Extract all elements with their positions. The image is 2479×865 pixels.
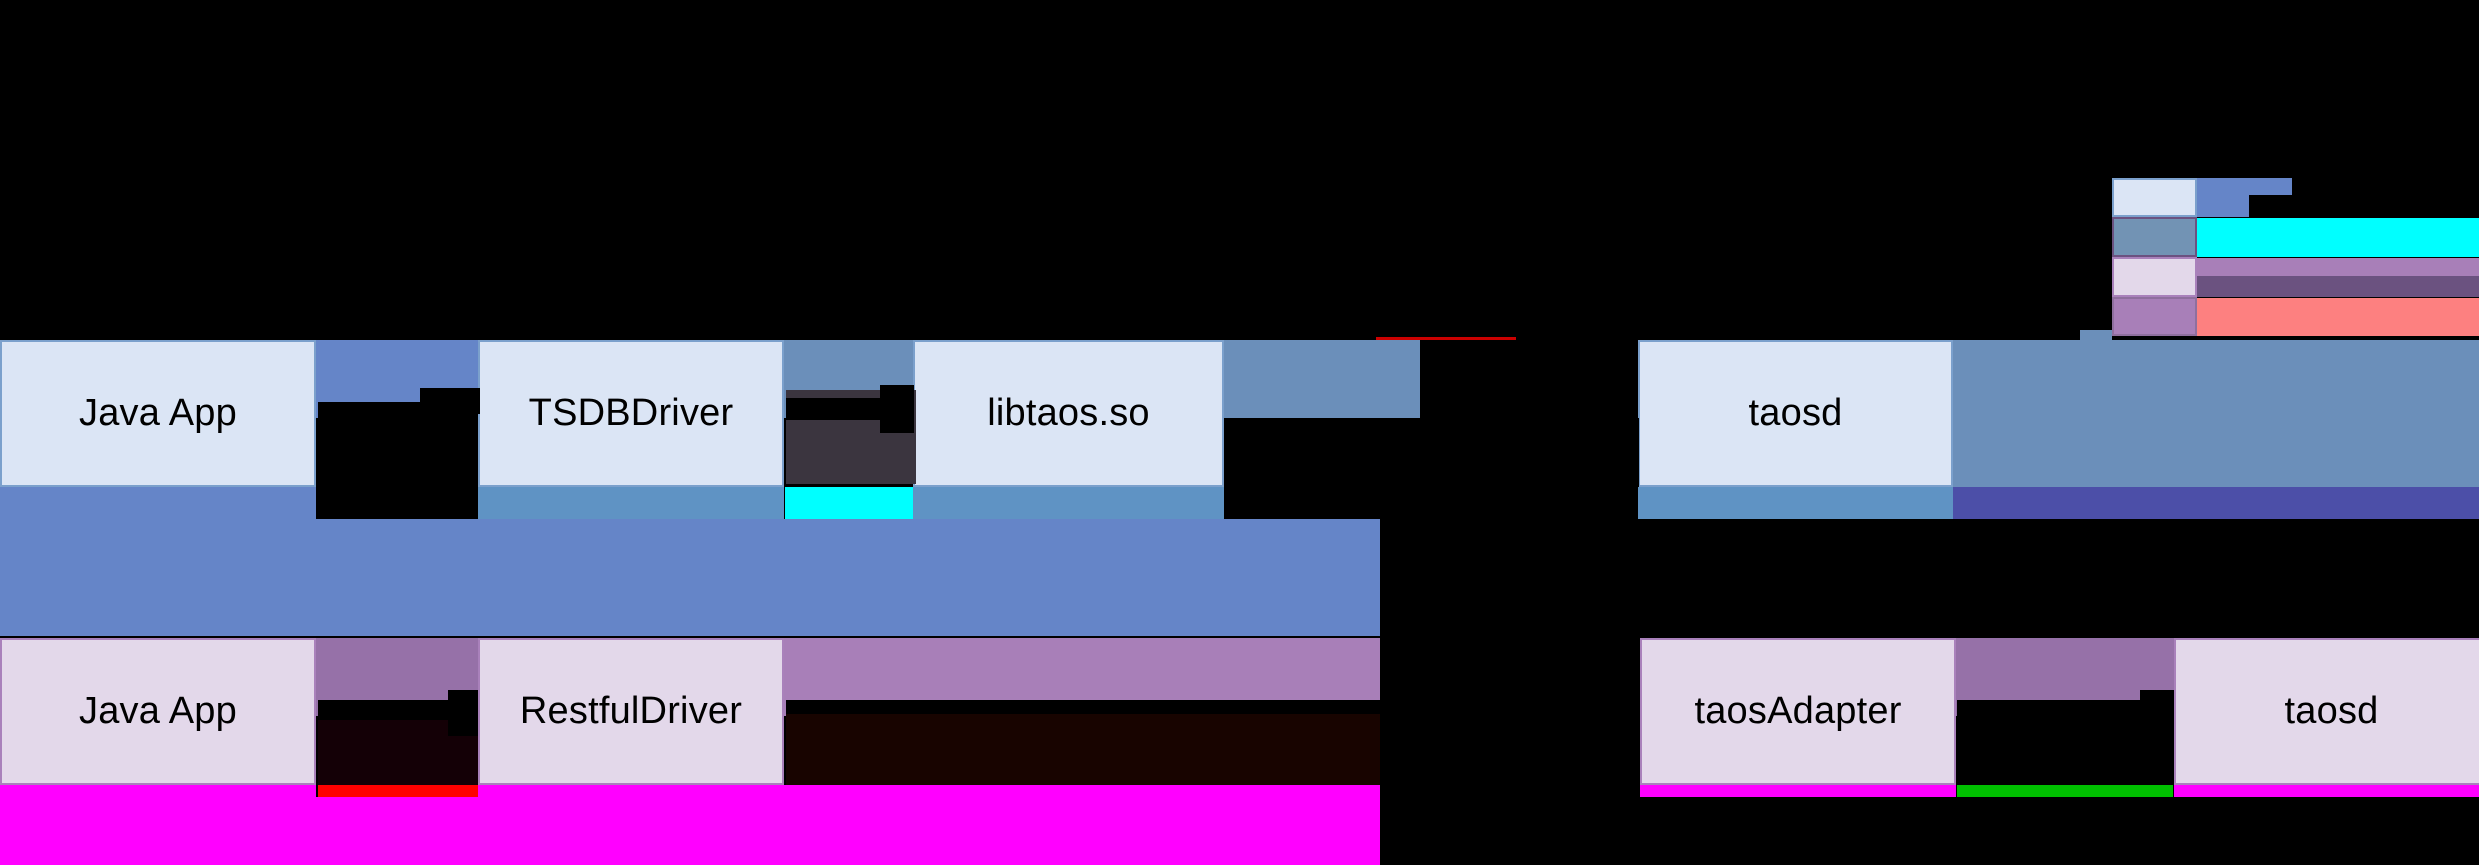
- connector-rest-line: [786, 700, 1380, 714]
- node-taosd-native[interactable]: taosd: [1638, 340, 1953, 487]
- node-label: taosAdapter: [1694, 689, 1902, 732]
- band-rest-under-2: [478, 785, 1380, 797]
- legend: [2112, 178, 2479, 338]
- accent-block-native-4: [1953, 340, 2479, 487]
- node-label: libtaos.so: [987, 391, 1150, 434]
- band-native-under-4: [1638, 487, 1953, 519]
- legend-swatch-native-fill: [2112, 178, 2197, 217]
- band-green-accent: [1957, 785, 2173, 797]
- connector-arrowhead-2b: [880, 385, 914, 433]
- node-label: taosd: [2284, 689, 2379, 732]
- legend-accent-bar-1: [2197, 178, 2292, 195]
- band-native-under-3: [913, 487, 1224, 519]
- legend-label-native-accent: [2202, 217, 2479, 257]
- connector-arrowhead-4: [1957, 700, 2157, 720]
- connector-javaapp-to-tsdbdriver: [318, 402, 478, 520]
- node-restfuldriver[interactable]: RestfulDriver: [478, 638, 784, 785]
- node-java-app-rest[interactable]: Java App: [0, 638, 316, 785]
- connector-arrowhead-3: [318, 700, 468, 720]
- legend-accent-bar-3b: [2197, 276, 2479, 297]
- node-label: RestfulDriver: [519, 689, 743, 732]
- node-libtaos-so[interactable]: libtaos.so: [913, 340, 1224, 487]
- band-rest-under-3: [1640, 785, 1956, 797]
- band-native-under-1: [0, 487, 316, 519]
- connector-arrowhead-2: [786, 398, 898, 420]
- legend-label-native-fill: [2202, 178, 2479, 217]
- band-blue-separator: [0, 519, 1380, 636]
- band-magenta-footer: [0, 797, 1380, 865]
- legend-label-rest-accent: [2202, 297, 2479, 336]
- node-tsdbdriver[interactable]: TSDBDriver: [478, 340, 784, 487]
- legend-accent-bar-1b: [2197, 195, 2249, 217]
- accent-block-native-3: [1224, 340, 1420, 418]
- band-native-under-2: [478, 487, 784, 519]
- legend-swatch-rest-fill: [2112, 257, 2197, 297]
- legend-swatch-rest-accent: [2112, 297, 2197, 336]
- legend-accent-bar-2: [2197, 218, 2479, 257]
- connector-restfuldriver-to-taosadapter: [786, 710, 1380, 788]
- legend-tail-sliver: [2080, 330, 2112, 340]
- connector-arrowhead-1: [420, 388, 480, 414]
- node-label: TSDBDriver: [528, 391, 734, 434]
- legend-accent-bar-3: [2197, 258, 2479, 276]
- band-rest-under-1: [0, 785, 316, 797]
- node-label: taosd: [1748, 391, 1843, 434]
- legend-accent-bar-4: [2197, 298, 2479, 336]
- band-indigo-accent: [1953, 487, 2479, 519]
- node-taosadapter[interactable]: taosAdapter: [1640, 638, 1956, 785]
- legend-swatch-native-accent: [2112, 217, 2197, 257]
- connector-libtaos-to-taosd: [1225, 418, 1639, 530]
- legend-label-rest-fill: [2202, 257, 2479, 297]
- band-cyan-accent: [785, 487, 915, 519]
- band-red-accent: [318, 785, 478, 797]
- node-java-app-native[interactable]: Java App: [0, 340, 316, 487]
- band-rest-under-4: [2174, 785, 2479, 797]
- connector-arrowhead-4b: [2140, 690, 2174, 736]
- connector-taosadapter-to-taosd: [1957, 710, 2173, 788]
- accent-rule-red: [1376, 337, 1516, 340]
- connector-arrowhead-3b: [448, 690, 478, 736]
- node-label: Java App: [79, 689, 237, 732]
- node-label: Java App: [79, 391, 237, 434]
- node-taosd-rest[interactable]: taosd: [2174, 638, 2479, 785]
